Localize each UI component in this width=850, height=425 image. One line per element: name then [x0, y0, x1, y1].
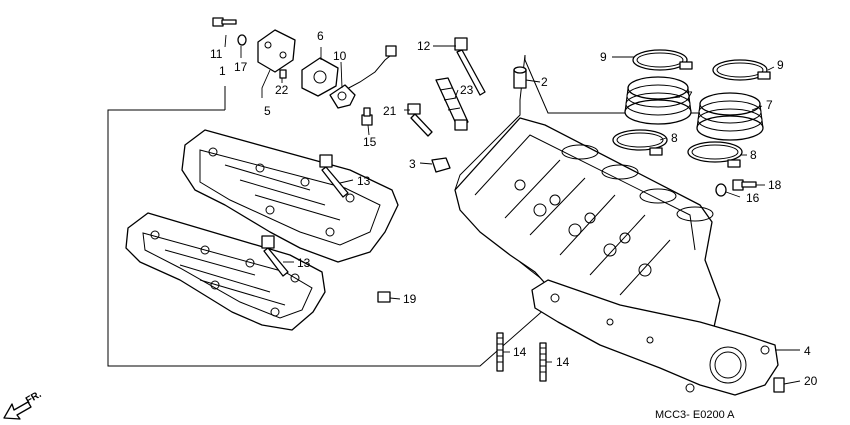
callout-9b: 9: [777, 58, 784, 72]
head-gasket: [531, 279, 779, 396]
bolt-11: [212, 17, 237, 27]
callout-22: 22: [275, 83, 289, 97]
washer-16: [715, 183, 727, 197]
callout-13a: 13: [357, 174, 371, 188]
callout-8a: 8: [671, 131, 678, 145]
callout-5: 5: [264, 104, 271, 118]
callout-23: 23: [460, 83, 474, 97]
band-lower-right: [687, 141, 743, 168]
pin-22: [279, 69, 287, 79]
callout-13b: 13: [297, 256, 311, 270]
band-upper-right: [712, 59, 771, 81]
callout-18: 18: [768, 178, 782, 192]
collar-20: [773, 377, 785, 393]
sensor-10: [329, 45, 397, 109]
callout-6: 6: [317, 29, 324, 43]
cap-nut-3: [431, 157, 451, 173]
grommet-19: [377, 291, 391, 303]
drawing-code: MCC3- E0200 A: [655, 409, 735, 421]
carb-insulator-left: [624, 76, 692, 125]
callout-14a: 14: [513, 345, 527, 359]
callout-4: 4: [804, 344, 811, 358]
band-upper-left: [632, 49, 693, 71]
callout-7b: 7: [766, 98, 773, 112]
callout-10: 10: [333, 49, 347, 63]
callout-8b: 8: [750, 148, 757, 162]
stud-bolt-14-right: [539, 342, 547, 382]
callout-17: 17: [234, 60, 248, 74]
bolt-13-lower: [261, 235, 289, 277]
callout-2: 2: [541, 75, 548, 89]
washer-17: [237, 34, 247, 46]
callout-12: 12: [417, 39, 431, 53]
gasket-6: [301, 57, 339, 97]
head-cover-lower: [125, 212, 326, 331]
stud-bolt-14-left: [496, 332, 504, 372]
callout-7a: 7: [686, 89, 693, 103]
callout-20: 20: [804, 374, 818, 388]
dowel-pin-2: [513, 66, 527, 89]
callout-3: 3: [409, 157, 416, 171]
callout-16: 16: [746, 191, 760, 205]
callout-14b: 14: [556, 355, 570, 369]
band-lower-left: [612, 129, 668, 156]
callout-15: 15: [363, 135, 377, 149]
callout-19: 19: [403, 292, 417, 306]
spark-plug-23: [435, 77, 469, 131]
direction-label: FR.: [24, 389, 44, 407]
breather-cover: [257, 29, 296, 73]
carb-insulator-right: [696, 92, 764, 141]
front-direction-arrow-icon: [3, 401, 32, 420]
callout-1: 1: [219, 64, 226, 78]
callout-9a: 9: [600, 50, 607, 64]
leader-lines: [224, 34, 801, 385]
bolt-21: [407, 103, 433, 137]
bolt-18: [732, 179, 757, 191]
head-cover-upper: [181, 129, 399, 263]
callout-11: 11: [210, 47, 223, 61]
bolt-15: [361, 107, 373, 126]
bolt-12: [454, 37, 486, 96]
bolt-13-upper: [319, 154, 349, 198]
callout-21: 21: [383, 104, 397, 118]
